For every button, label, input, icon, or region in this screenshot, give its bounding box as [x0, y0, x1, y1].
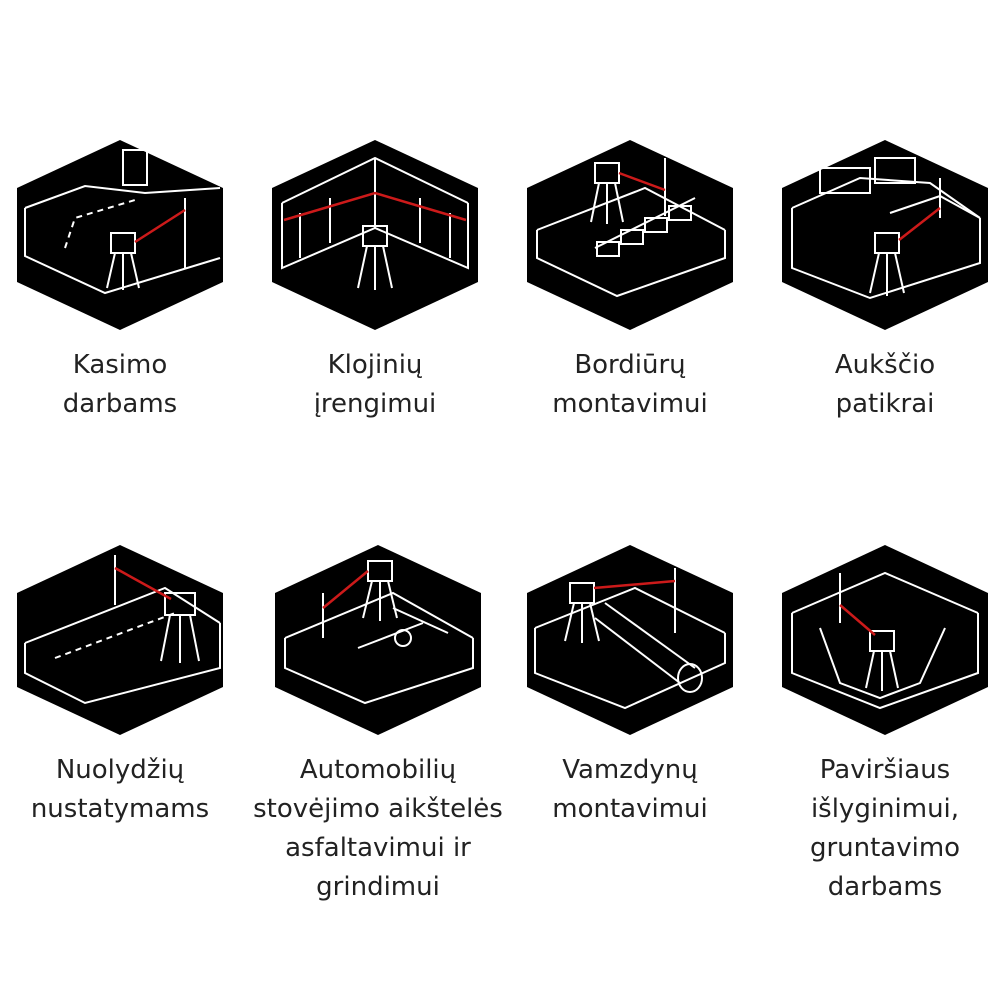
slope-icon	[17, 545, 223, 735]
tile-height-check: Aukščio patikrai	[775, 138, 995, 424]
curb-icon	[527, 140, 733, 330]
tile-caption: Nuolydžių nustatymams	[30, 755, 210, 824]
formwork-icon	[272, 140, 478, 330]
tile-caption: Vamzdynų montavimui	[552, 755, 708, 824]
pipe-laying-icon	[527, 545, 733, 735]
excavation-icon	[17, 140, 223, 330]
tile-caption: Automobilių stovėjimo aikštelės asfaltav…	[253, 755, 503, 902]
tile-parking-lot: Automobilių stovėjimo aikštelės asfaltav…	[248, 543, 508, 907]
height-check-icon	[782, 140, 988, 330]
tile-slope: Nuolydžių nustatymams	[10, 543, 230, 829]
tile-surface-leveling: Paviršiaus išlyginimui, gruntavimo darba…	[775, 543, 995, 907]
tile-formwork: Klojinių įrengimui	[265, 138, 485, 424]
parking-lot-icon	[275, 545, 481, 735]
tile-curb: Bordiūrų montavimui	[520, 138, 740, 424]
surface-leveling-icon	[782, 545, 988, 735]
tile-caption: Kasimo darbams	[62, 350, 178, 419]
tile-pipe-laying: Vamzdynų montavimui	[520, 543, 740, 829]
tile-caption: Aukščio patikrai	[834, 350, 936, 419]
tile-caption: Klojinių įrengimui	[313, 350, 437, 419]
tile-caption: Bordiūrų montavimui	[552, 350, 708, 419]
tile-caption: Paviršiaus išlyginimui, gruntavimo darba…	[809, 755, 961, 902]
tile-excavation: Kasimo darbams	[10, 138, 230, 424]
